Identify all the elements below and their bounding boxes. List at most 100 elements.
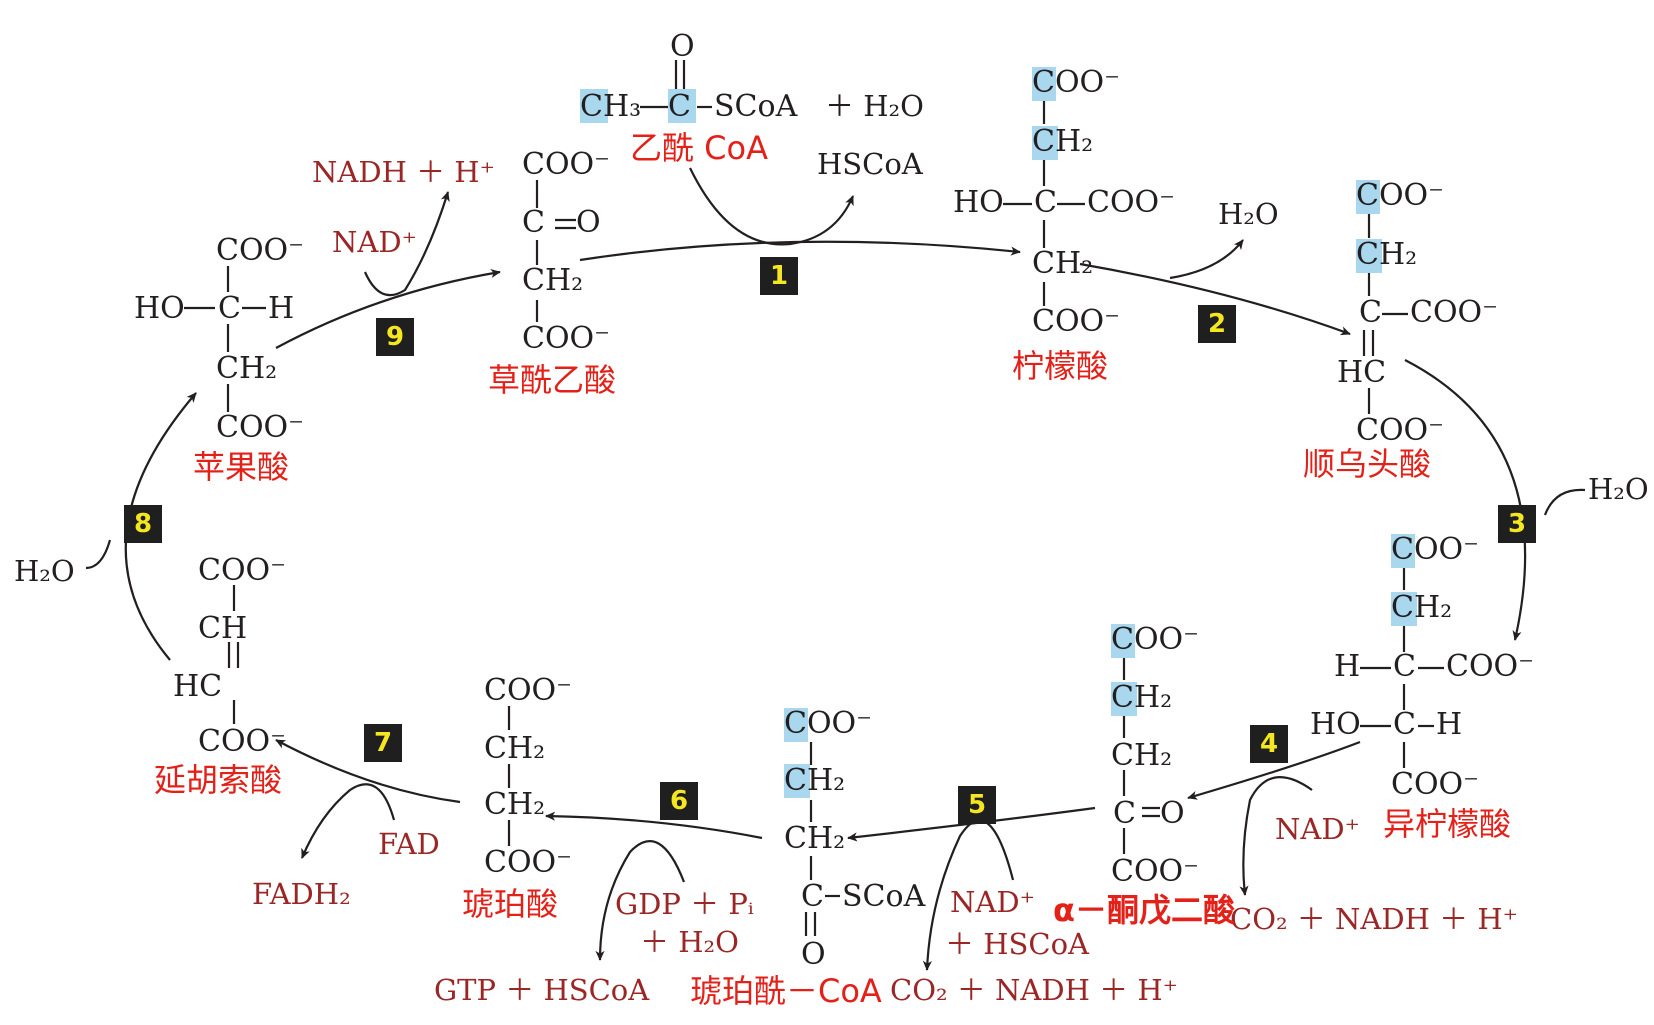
scoa-o: O: [801, 937, 826, 972]
aco-ch2: CH₂: [1356, 237, 1418, 272]
s4-nad: NAD⁺: [1275, 812, 1360, 846]
akg-c: C: [1113, 796, 1136, 831]
mal-h: H: [268, 291, 295, 326]
step-badge-6: 6: [660, 782, 698, 820]
step-badge-3: 3: [1498, 505, 1536, 543]
iso-ho: HO: [1310, 707, 1361, 742]
aco-c: C: [1359, 295, 1382, 330]
s9-nad: NAD⁺: [332, 225, 417, 259]
highlight-akg-c2: [1111, 682, 1137, 716]
arrow-s6-side: [595, 840, 686, 961]
iso-coo-side: COO⁻: [1446, 649, 1534, 684]
mal-c: C: [218, 291, 241, 326]
acetyl-h2o: ＋ H₂O: [825, 89, 924, 123]
arrow-s7-side: [300, 783, 396, 859]
arrow-s8-side: [85, 539, 112, 570]
step-badge-9: 9: [376, 318, 414, 356]
s8-h2o: H₂O: [14, 554, 75, 588]
akg-ch2-b: CH₂: [1111, 738, 1173, 773]
cit-coo-bottom: COO⁻: [1032, 304, 1120, 339]
suc-ch2-b: CH₂: [484, 787, 546, 822]
label-succinyl-coa: 琥珀酰－CoA: [690, 972, 882, 1010]
aco-coo-side: COO⁻: [1410, 295, 1498, 330]
cit-ch2-bottom: CH₂: [1032, 246, 1094, 281]
step-badge-1: 1: [760, 257, 798, 295]
fum-coo-top: COO⁻: [198, 553, 286, 588]
iso-h: H: [1334, 649, 1361, 684]
s3-h2o: H₂O: [1588, 472, 1649, 506]
oaa-ch2: CH₂: [522, 263, 584, 298]
acetyl-scoa: SCoA: [714, 89, 798, 124]
arrow-step-7: [275, 739, 461, 804]
arrow-s2-side: [1169, 239, 1244, 280]
oaa-o: O: [576, 205, 601, 240]
s6-products: GTP ＋ HSCoA: [434, 973, 650, 1007]
s5-products: CO₂ ＋ NADH ＋ H⁺: [890, 973, 1178, 1007]
fum-ch: CH: [198, 611, 248, 646]
label-oxaloacetate: 草酰乙酸: [488, 361, 617, 399]
acetyl-c: C: [668, 89, 691, 124]
suc-coo-top: COO⁻: [484, 673, 572, 708]
iso-ch2: CH₂: [1391, 590, 1453, 625]
arrow-s4-side: [1239, 776, 1313, 896]
cit-c: C: [1034, 185, 1057, 220]
step-badge-5: 5: [958, 786, 996, 824]
highlight-iso-c2: [1391, 592, 1417, 626]
arrow-step-4: [1187, 740, 1361, 800]
iso-coo-top: COO⁻: [1391, 532, 1479, 567]
step-badge-8: 8: [124, 505, 162, 543]
aco-coo-top: COO⁻: [1356, 178, 1444, 213]
akg-coo-top: COO⁻: [1111, 622, 1199, 657]
s5-hscoa: ＋ HSCoA: [945, 927, 1089, 961]
highlight-cit-c1: [1032, 67, 1056, 101]
akg-ch2-a: CH₂: [1111, 680, 1173, 715]
highlight-aco-c1: [1356, 180, 1380, 214]
label-succinate: 琥珀酸: [462, 885, 559, 923]
oaa-coo-bottom: COO⁻: [522, 321, 610, 356]
arrow-s1-side: [689, 167, 855, 246]
step-badge-7: 7: [364, 724, 402, 762]
iso-coo-bottom: COO⁻: [1391, 767, 1479, 802]
acetyl-ch3: CH₃: [580, 89, 642, 124]
arrow-s9-side: [363, 191, 450, 297]
scoa-scoa: SCoA: [842, 879, 926, 914]
oaa-c: C: [522, 205, 545, 240]
aco-coo-bottom: COO⁻: [1356, 413, 1444, 448]
s9-nadh: NADH ＋ H⁺: [312, 155, 495, 189]
arrow-step-3: [1404, 359, 1527, 641]
highlight-scoa-c2: [784, 764, 810, 798]
label-citrate: 柠檬酸: [1012, 347, 1109, 385]
arrow-s5-side: [922, 819, 1015, 971]
mal-ch2: CH₂: [216, 351, 278, 386]
scoa-coo-top: COO⁻: [784, 706, 872, 741]
scoa-ch2-b: CH₂: [784, 821, 846, 856]
suc-ch2-a: CH₂: [484, 731, 546, 766]
akg-coo-bottom: COO⁻: [1111, 854, 1199, 889]
label-malate: 苹果酸: [193, 448, 290, 486]
suc-coo-bottom: COO⁻: [484, 845, 572, 880]
oaa-coo-top: COO⁻: [522, 147, 610, 182]
s2-h2o: H₂O: [1218, 197, 1279, 231]
highlight-akg-c1: [1111, 624, 1135, 658]
arrow-s3-side: [1543, 488, 1586, 516]
s6-gdp: GDP ＋ Pᵢ: [615, 887, 754, 921]
s1-hscoa: HSCoA: [817, 147, 923, 181]
iso-h-lower: H: [1436, 707, 1463, 742]
highlight-aco-c2: [1356, 239, 1382, 273]
iso-c-upper: C: [1393, 649, 1416, 684]
highlight-cit-c2: [1032, 126, 1058, 160]
arrow-step-9: [275, 268, 501, 349]
cit-coo-side: COO⁻: [1087, 185, 1175, 220]
mal-ho: HO: [134, 291, 185, 326]
s7-fadh2: FADH₂: [252, 877, 351, 911]
step-badge-2: 2: [1198, 305, 1236, 343]
mal-coo-bottom: COO⁻: [216, 410, 304, 445]
highlight-acetyl-c: [668, 89, 696, 123]
s6-h2o: ＋ H₂O: [640, 925, 739, 959]
fum-coo-bottom: COO⁻: [198, 724, 286, 759]
acetyl-o: O: [670, 29, 695, 64]
cit-ch2-top: CH₂: [1032, 124, 1094, 159]
s4-products: CO₂ ＋ NADH ＋ H⁺: [1230, 902, 1518, 936]
